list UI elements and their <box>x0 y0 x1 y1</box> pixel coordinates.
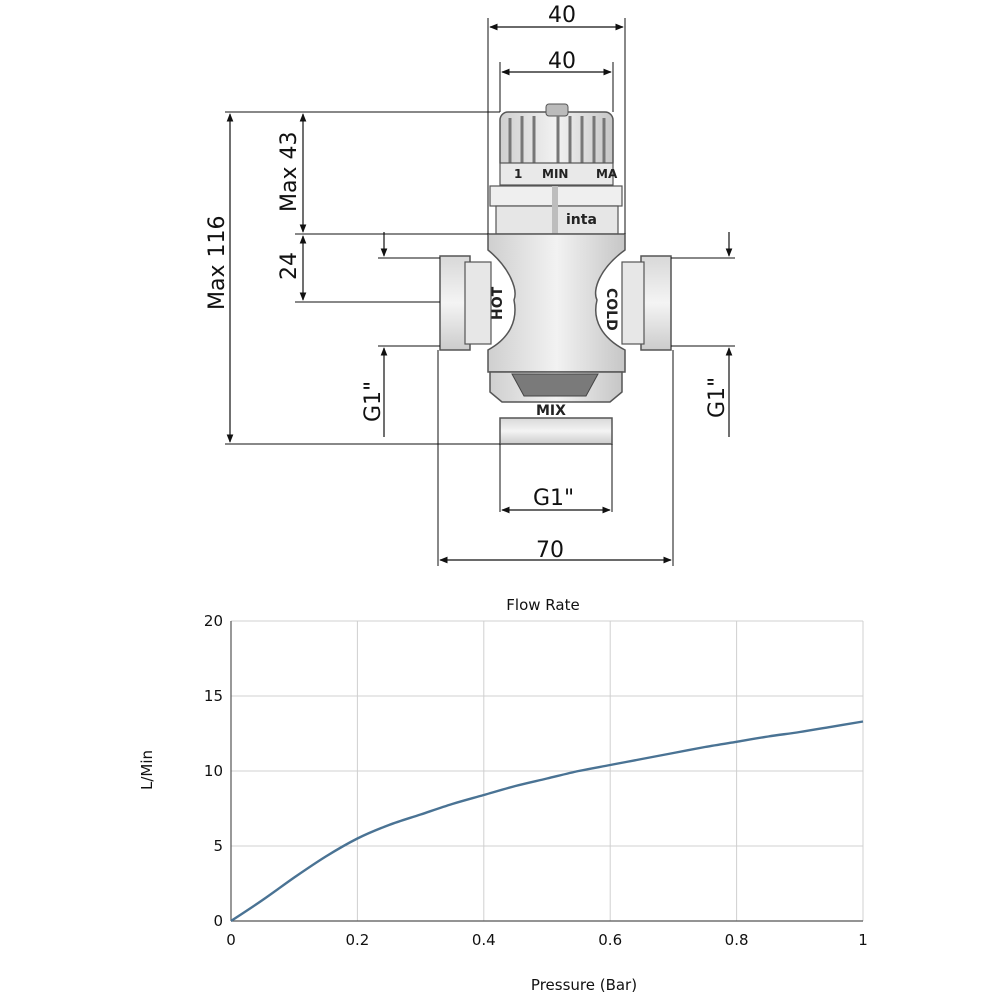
x-tick-label: 0.6 <box>598 931 622 949</box>
flow-rate-chart: Flow Rate L/Min Pressure (Bar) 05101520 … <box>138 596 868 994</box>
chart-title: Flow Rate <box>506 596 579 614</box>
dim-g1-right: G1" <box>705 377 730 418</box>
dim-max-43: Max 43 <box>277 132 302 212</box>
knob-scale-label-1: 1 <box>514 167 522 181</box>
dimension-lines <box>226 23 733 564</box>
dim-g1-bottom: G1" <box>533 486 574 511</box>
y-tick-label: 10 <box>204 762 223 780</box>
y-tick-label: 15 <box>204 687 223 705</box>
x-tick-label: 0.8 <box>725 931 749 949</box>
valve-drawing: 1 MIN MA inta HOT COLD MIX <box>205 0 782 575</box>
hot-inlet-label: HOT <box>490 286 506 320</box>
dim-70: 70 <box>536 538 564 563</box>
chart-x-axis-label: Pressure (Bar) <box>531 976 637 994</box>
valve-body: HOT COLD MIX <box>439 233 672 445</box>
chart-x-ticks: 0 0.2 0.4 0.6 0.8 1 <box>226 931 868 949</box>
valve-knob: 1 MIN MA inta <box>489 103 623 235</box>
dim-g1-left: G1" <box>361 381 386 422</box>
mix-outlet-label: MIX <box>536 403 566 419</box>
dim-top-outer-width: 40 <box>548 3 576 28</box>
knob-scale-label-max: MA <box>596 167 618 181</box>
extension-lines <box>225 18 735 566</box>
cold-inlet-label: COLD <box>603 288 619 331</box>
brand-logo: inta <box>566 212 597 228</box>
x-tick-label: 1 <box>858 931 868 949</box>
dim-24: 24 <box>277 252 302 280</box>
flow-rate-curve <box>230 720 864 923</box>
dim-max-116: Max 116 <box>205 216 230 310</box>
chart-y-axis-label: L/Min <box>138 750 156 790</box>
chart-grid <box>230 620 864 922</box>
y-tick-label: 0 <box>213 912 223 930</box>
x-tick-label: 0 <box>226 931 236 949</box>
chart-y-ticks: 0 5 10 15 20 <box>204 612 223 930</box>
y-tick-label: 20 <box>204 612 223 630</box>
dim-top-inner-width: 40 <box>548 49 576 74</box>
y-tick-label: 5 <box>213 837 223 855</box>
x-tick-label: 0.2 <box>345 931 369 949</box>
x-tick-label: 0.4 <box>472 931 496 949</box>
knob-scale-label-min: MIN <box>542 167 568 181</box>
